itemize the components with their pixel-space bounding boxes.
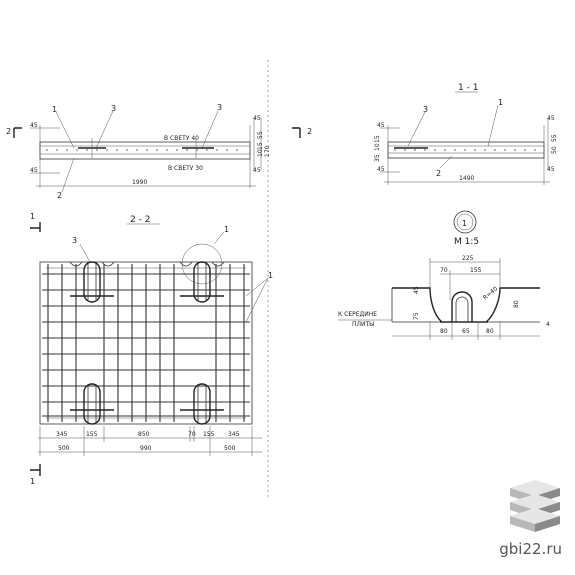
slab-plan-outline [39,261,253,425]
dim-1490: 1490 [459,175,474,182]
dim-345-right: 345 [228,431,240,438]
dim-45-s-right-bottom: 45 [547,166,555,173]
dim-45-s-bottom: 45 [377,166,385,173]
dim-detail-80-right: 80 [513,300,520,308]
dim-detail-155: 155 [470,267,482,274]
detail-number: 1 [462,219,467,228]
dim-55: 55 [257,131,264,139]
detail-number-circle [453,210,477,234]
note-slab: ПЛИТЫ [352,321,374,328]
plan-2-2-title: 2 - 2 [130,215,150,225]
loop-bottom-right [193,383,211,425]
dim-s-55: 55 [551,134,558,142]
dim-45-right-bottom: 45 [253,167,261,174]
dim-15: 15 [257,142,264,150]
section-1-1: 1 - 1 3 1 2 45 45 1490 35 10 15 45 45 55… [374,83,558,185]
plan-2-2: 2 - 2 1 1 1 3 [30,212,273,486]
dim-v-svetu-30: В СВЕТУ 30 [168,165,203,172]
block-left [510,516,535,532]
block-right [535,516,560,532]
dim-detail-4: 4 [546,321,550,328]
loop-top-right [193,261,211,303]
dim-45-bottom: 45 [30,167,38,174]
dim-500-left: 500 [58,445,70,452]
rebar-mesh [42,264,250,422]
section-mark-2-right: 2 [307,127,312,136]
dim-45-top: 45 [30,122,38,129]
loop-bottom-left [83,383,101,425]
mark-3-elevation-b: 3 [217,103,222,112]
loop-top-left [83,261,101,303]
mark-2-elevation: 2 [57,191,62,200]
dim-detail-70: 70 [440,267,448,274]
dim-detail-45: 45 [413,286,420,294]
detail-scale: М 1:5 [454,237,479,247]
dim-s-50: 50 [551,146,558,154]
dim-500-right: 500 [224,445,236,452]
elevation-view: 2 2 1 3 3 2 45 45 1990 В СВЕТУ 4 [6,103,312,200]
section-mark-1-bottom: 1 [30,477,35,486]
section-mark-2-left: 2 [6,127,11,136]
slab-elevation-outline [39,141,251,160]
note-to-middle: К СЕРЕДИНЕ [338,311,377,318]
detail-1: 1 М 1:5 225 70 155 45 75 R=40 80 80 65 8… [338,210,550,340]
dim-s-10: 10 [374,143,381,151]
dim-1990: 1990 [132,179,147,186]
dim-345-left: 345 [56,431,68,438]
dim-45-s-right-top: 45 [547,115,555,122]
dim-45-s-top: 45 [377,122,385,129]
mark-3-plan: 3 [72,236,77,245]
lifting-loops-plan [69,261,225,425]
section-mark-1-top: 1 [30,212,35,221]
dim-detail-65: 65 [462,328,470,335]
stacked-blocks-icon [510,480,560,532]
mark-3-section: 3 [423,105,428,114]
dim-10: 10 [257,149,264,157]
loop-section-detail [451,291,473,322]
dim-detail-75: 75 [413,312,420,320]
mark-1-section: 1 [498,98,503,107]
detail-callout-circle [181,243,223,285]
mark-1-plan: 1 [268,271,273,280]
dim-850: 850 [138,431,150,438]
dim-detail-80-a: 80 [440,328,448,335]
dim-170: 170 [264,145,271,157]
dim-r40: R=40 [482,285,500,301]
dim-45-right-top: 45 [253,115,261,122]
dim-225: 225 [462,255,474,262]
dim-s-15: 15 [374,135,381,143]
mark-1-elevation: 1 [52,105,57,114]
watermark-text: gbi22.ru [499,540,562,558]
section-1-1-title: 1 - 1 [458,83,478,93]
detail-callout-mark: 1 [224,225,229,234]
dim-155-right: 155 [203,431,215,438]
dim-70: 70 [188,431,196,438]
mark-2-section: 2 [436,169,441,178]
dim-155-left: 155 [86,431,98,438]
dim-990: 990 [140,445,152,452]
mark-3-elevation-a: 3 [111,104,116,113]
dim-35: 35 [374,154,381,162]
dim-detail-80-b: 80 [486,328,494,335]
dim-v-svetu-40: В СВЕТУ 40 [164,135,199,142]
watermark-logo: gbi22.ru [480,478,570,568]
